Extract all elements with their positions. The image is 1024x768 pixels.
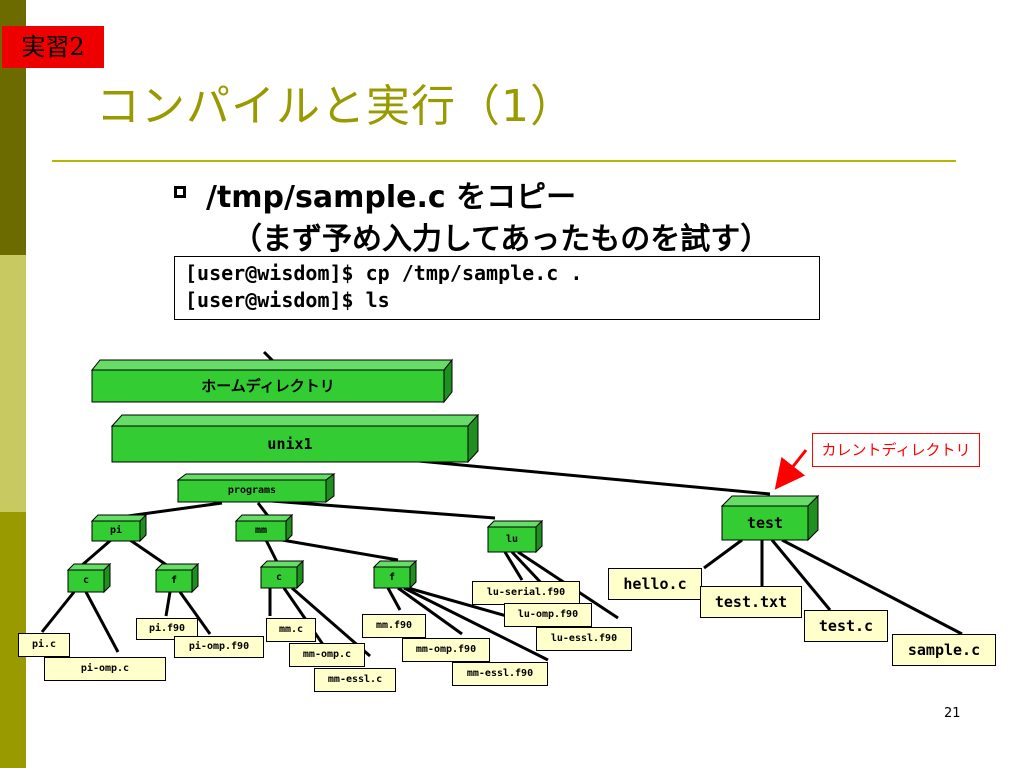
bullet-text-line1: /tmp/sample.c をコピー xyxy=(206,180,577,215)
file-test-c: test.c xyxy=(804,610,888,642)
dir-box-unix1 xyxy=(110,413,480,464)
dir-label-pi-f: f xyxy=(170,575,178,586)
dir-box-mm xyxy=(234,513,294,543)
dir-label-lu: lu xyxy=(505,534,519,545)
slide-title: コンパイルと実行（1） xyxy=(96,81,575,132)
file-mm-f90: mm.f90 xyxy=(362,614,426,638)
dir-box-pi xyxy=(90,513,148,543)
file-test-txt: test.txt xyxy=(700,586,802,618)
file-lu-essl-f90: lu-essl.f90 xyxy=(536,627,632,651)
file-mm-omp-f90: mm-omp.f90 xyxy=(402,638,490,662)
dir-box-lu xyxy=(486,519,544,554)
file-pi-omp-c: pi-omp.c xyxy=(44,657,166,681)
page-number: 21 xyxy=(944,706,961,721)
dir-label-unix1: unix1 xyxy=(267,435,313,453)
sidebar-band-middle xyxy=(0,255,26,512)
current-directory-label: カレントディレクトリ xyxy=(812,433,980,467)
dir-label-pi: pi xyxy=(109,525,123,536)
dir-box-mm-f xyxy=(372,559,418,590)
file-pi-omp-f90: pi-omp.f90 xyxy=(174,636,264,658)
file-mm-omp-c: mm-omp.c xyxy=(289,643,365,667)
dir-label-mm-f: f xyxy=(388,572,396,583)
file-mm-c: mm.c xyxy=(266,618,316,642)
dir-box-home xyxy=(90,358,454,404)
dir-box-test xyxy=(720,494,820,542)
dir-label-mm-c: c xyxy=(275,572,283,583)
dir-box-pi-f xyxy=(154,562,200,594)
file-mm-essl-c: mm-essl.c xyxy=(314,668,396,692)
file-mm-essl-f90: mm-essl.f90 xyxy=(452,662,548,686)
dir-label-home: ホームディレクトリ xyxy=(201,377,335,395)
file-lu-serial-f90: lu-serial.f90 xyxy=(472,581,580,605)
file-hello-c: hello.c xyxy=(608,568,702,600)
file-pi-f90: pi.f90 xyxy=(136,618,198,640)
bullet-text-line2: （まず予め入力してあったものを試す） xyxy=(232,222,771,257)
exercise-tag: 実習2 xyxy=(2,26,104,68)
dir-label-mm: mm xyxy=(254,525,268,536)
file-lu-omp-f90: lu-omp.f90 xyxy=(504,603,592,627)
title-divider xyxy=(52,160,956,162)
current-dir-arrow xyxy=(774,449,808,490)
dir-label-test: test xyxy=(746,514,784,532)
tree-connectors xyxy=(40,350,963,662)
dir-label-programs: programs xyxy=(227,485,277,496)
dir-box-programs xyxy=(176,473,336,503)
dir-box-pi-c xyxy=(66,562,112,594)
dir-box-mm-c xyxy=(259,559,305,590)
terminal-line-1: [user@wisdom]$ cp /tmp/sample.c . xyxy=(185,261,583,285)
file-pi-c: pi.c xyxy=(18,633,70,657)
terminal-box: [user@wisdom]$ cp /tmp/sample.c . [user@… xyxy=(174,256,820,320)
bullet-square-icon xyxy=(174,186,186,198)
dir-label-pi-c: c xyxy=(82,575,90,586)
file-sample-c: sample.c xyxy=(892,634,996,666)
terminal-line-2: [user@wisdom]$ ls xyxy=(185,288,390,312)
